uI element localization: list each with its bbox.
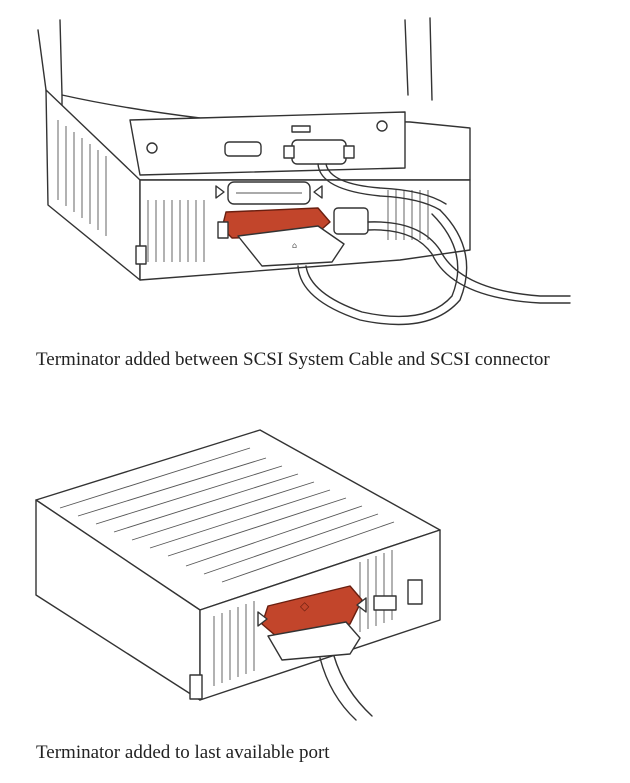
external-drive-illustration: ◇ <box>35 429 441 721</box>
vent-grille-side <box>57 120 107 236</box>
figure-terminator-between-cable: ⌂ <box>0 0 630 340</box>
scsi-connector <box>215 181 323 205</box>
scsi-cable <box>297 209 468 326</box>
vent-grille-top <box>59 447 395 583</box>
svg-text:◇: ◇ <box>300 599 310 613</box>
scsi-cable <box>319 657 357 721</box>
scsi-system-cable-plug: ⌂ <box>237 225 345 267</box>
figure-terminator-last-port: ◇ <box>0 410 630 730</box>
caption-figure-1: Terminator added between SCSI System Cab… <box>36 349 550 370</box>
power-socket <box>373 595 397 611</box>
power-cord <box>333 207 571 304</box>
scsi-cable-plug <box>267 621 361 661</box>
computer-rear-illustration: ⌂ <box>37 17 571 326</box>
svg-text:⌂: ⌂ <box>292 241 297 250</box>
caption-figure-2: Terminator added to last available port <box>36 742 330 763</box>
power-switch <box>407 579 423 605</box>
vent-grille-front <box>147 190 429 262</box>
video-cable <box>283 139 447 211</box>
